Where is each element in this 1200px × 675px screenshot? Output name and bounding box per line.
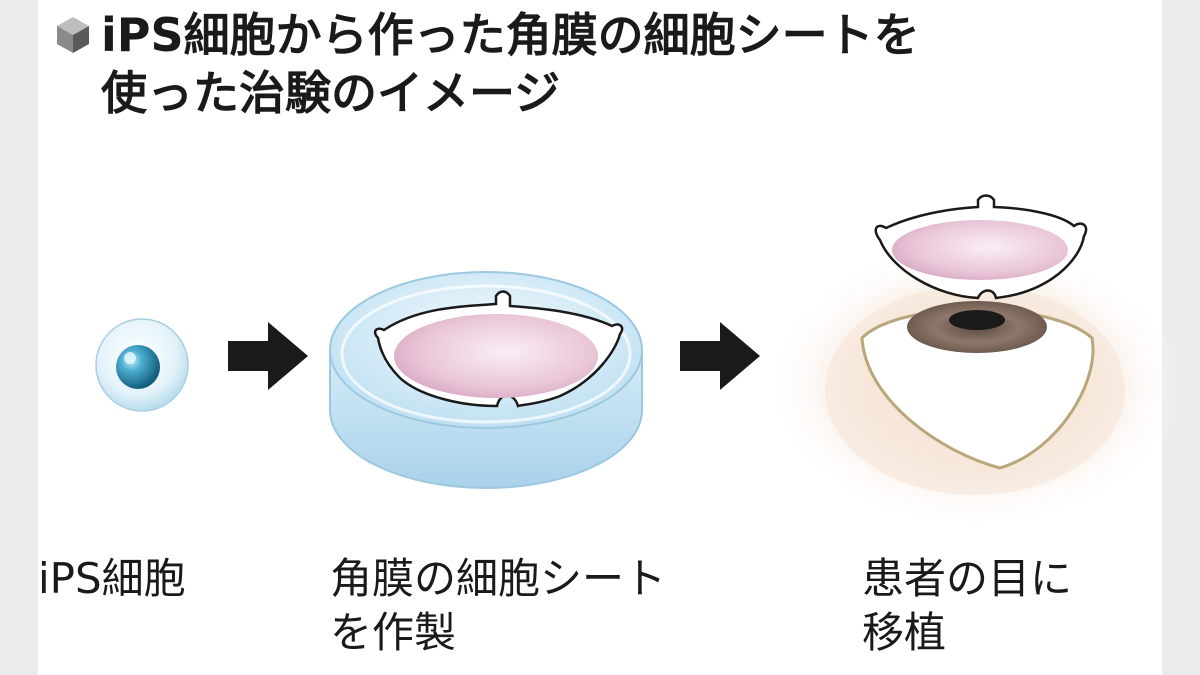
- step-label-ips-cell: iPS細胞: [38, 554, 186, 603]
- ips-cell-icon: [95, 318, 189, 412]
- cube-bullet-icon: [57, 17, 89, 53]
- title-line-2: 使った治験のイメージ: [101, 66, 561, 120]
- step-label-cell-sheet: 角膜の細胞シート を作製: [330, 554, 667, 657]
- petri-dish-cell-sheet-icon: [329, 271, 643, 489]
- title-line-1: iPS細胞から作った角膜の細胞シートを: [101, 8, 920, 62]
- step-label-transplant: 患者の目に 移植: [862, 554, 1073, 657]
- page-title: iPS細胞から作った角膜の細胞シートを 使った治験のイメージ: [55, 6, 1155, 122]
- right-arrow-icon: [680, 322, 760, 390]
- right-arrow-icon: [228, 322, 308, 390]
- eye-transplant-icon: [765, 194, 1185, 530]
